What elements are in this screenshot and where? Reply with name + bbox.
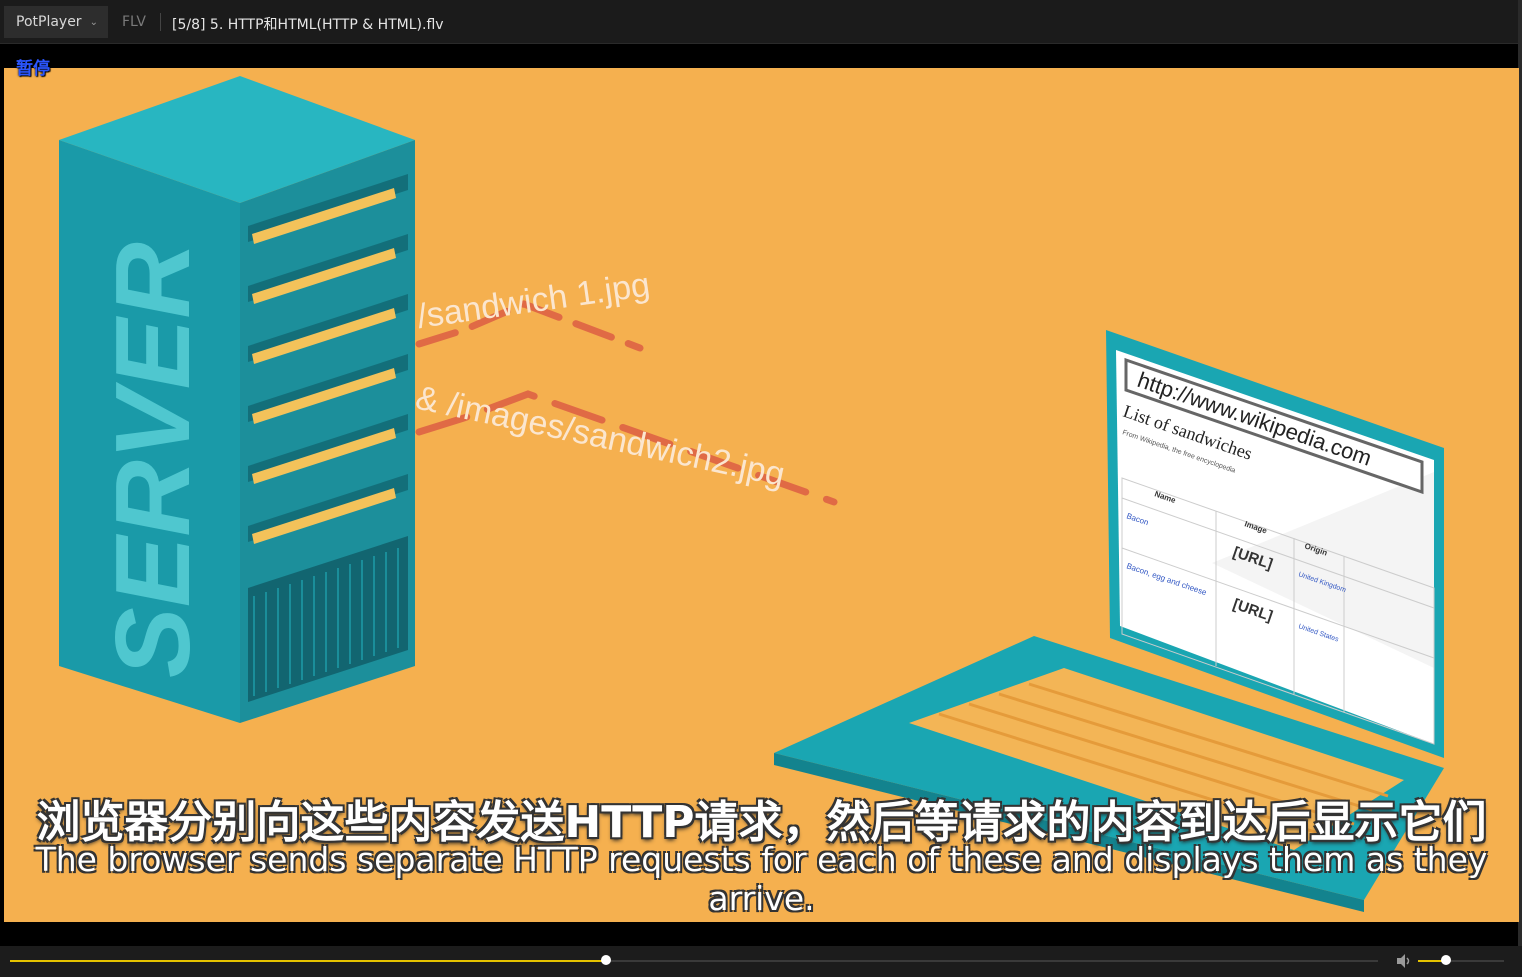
seek-bar[interactable] [10,955,1378,965]
laptop-illustration: http://www.wikipedia.com List of sandwic… [774,330,1444,912]
server-label: SERVER [94,242,212,678]
divider [160,13,161,31]
subtitle-chinese: 浏览器分别向这些内容发送HTTP请求，然后等请求的内容到达后显示它们 [36,797,1487,848]
volume-fill [1418,960,1447,962]
video-scene: SERVER /sandwich 1.jpg & /images/sandwic… [59,76,1444,912]
playback-status-osd: 暂停 [16,59,50,79]
chevron-down-icon: ⌄ [89,16,98,28]
volume-slider[interactable] [1418,955,1504,965]
title-bar: PotPlayer ⌄ FLV [5/8] 5. HTTP和HTML(HTTP … [0,0,1522,44]
control-bar [0,946,1522,977]
request-1-label: /sandwich 1.jpg [415,266,652,336]
app-menu-button[interactable]: PotPlayer ⌄ [4,6,108,38]
request-2-label: & /images/sandwich2.jpg [412,379,788,494]
file-title: [5/8] 5. HTTP和HTML(HTTP & HTML).flv [172,17,444,33]
subtitle-english: The browser sends separate HTTP requests… [35,840,1488,918]
seek-handle[interactable] [601,955,612,965]
server-illustration: SERVER [59,76,415,723]
volume-icon[interactable] [1395,952,1413,970]
app-name: PotPlayer [16,14,82,30]
video-frame[interactable]: SERVER /sandwich 1.jpg & /images/sandwic… [4,68,1519,922]
window-edge [1518,0,1522,977]
format-label: FLV [122,14,146,30]
volume-handle[interactable] [1441,955,1452,965]
request-lines: /sandwich 1.jpg & /images/sandwich2.jpg [412,266,838,506]
seek-bar-fill [10,960,607,962]
